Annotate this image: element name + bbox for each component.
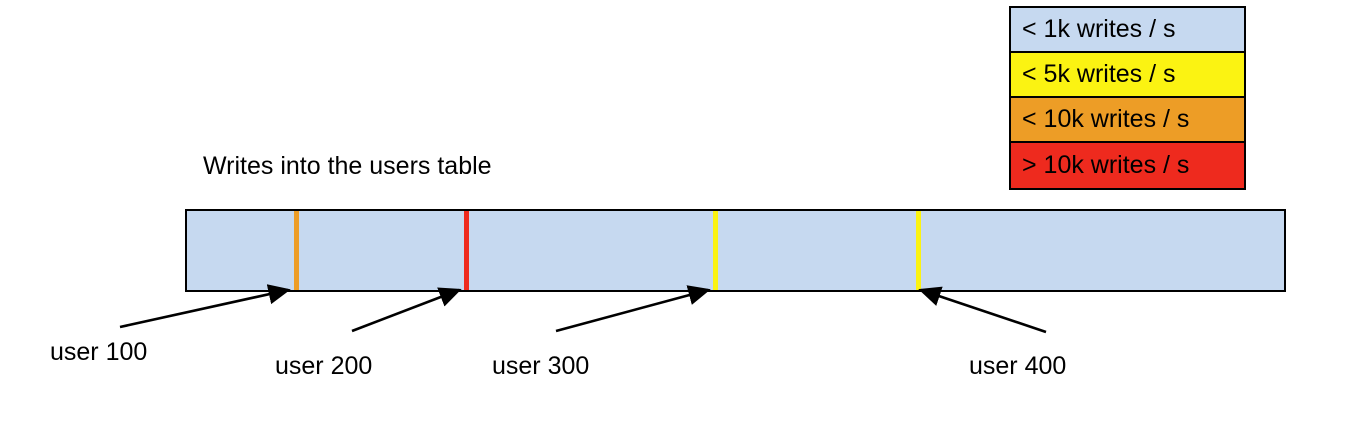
legend-item-label: > 10k writes / s [1022, 151, 1190, 179]
callout-label-user-200: user 200 [275, 352, 373, 380]
legend: < 1k writes / s < 5k writes / s < 10k wr… [1009, 6, 1246, 190]
users-table-bar [185, 209, 1286, 292]
arrow-user-300 [555, 285, 711, 333]
arrow-user-400 [918, 286, 1047, 334]
legend-item-label: < 1k writes / s [1022, 15, 1176, 43]
legend-item-lt-10k: < 10k writes / s [1011, 98, 1244, 143]
bar-stripe-user-400 [916, 211, 921, 290]
legend-item-label: < 5k writes / s [1022, 60, 1176, 88]
bar-stripe-user-200 [464, 211, 469, 290]
arrow-user-200 [351, 287, 462, 333]
bar-stripe-user-300 [713, 211, 718, 290]
legend-item-label: < 10k writes / s [1022, 105, 1190, 133]
page-title: Writes into the users table [203, 152, 492, 180]
legend-item-gt-10k: > 10k writes / s [1011, 143, 1244, 188]
callout-label-user-100: user 100 [50, 338, 148, 366]
bar-stripe-user-100 [294, 211, 299, 290]
callout-label-user-300: user 300 [492, 352, 590, 380]
callout-label-user-400: user 400 [969, 352, 1067, 380]
legend-item-lt-1k: < 1k writes / s [1011, 8, 1244, 53]
arrow-user-100 [119, 284, 291, 329]
legend-item-lt-5k: < 5k writes / s [1011, 53, 1244, 98]
